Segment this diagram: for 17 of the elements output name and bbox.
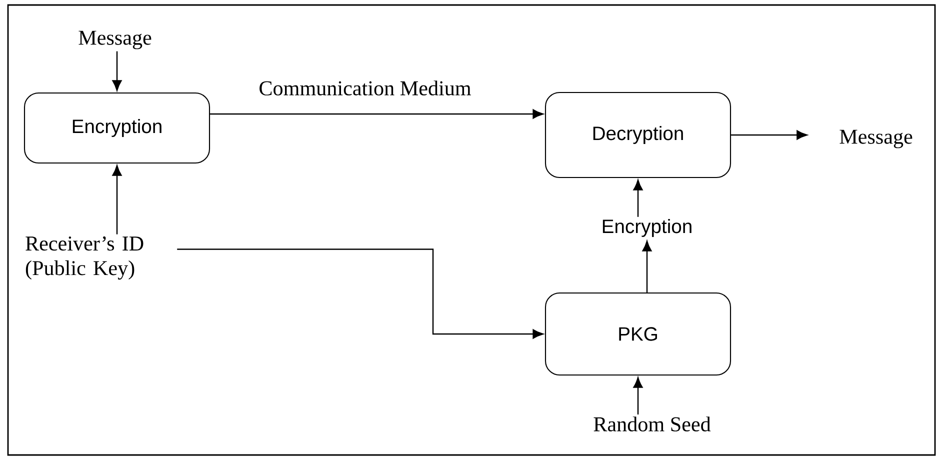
process-box: Decryption [544, 92, 732, 178]
arrow [633, 377, 643, 414]
text-label: Message [840, 130, 912, 148]
arrow [633, 180, 643, 217]
arrow [731, 130, 808, 140]
arrow [210, 109, 544, 119]
text-label: Receiver’s ID (Public Key) [26, 236, 144, 280]
arrow [642, 240, 652, 292]
process-box: Encryption [24, 92, 210, 164]
arrow [177, 248, 544, 339]
process-box: PKG [544, 292, 732, 376]
arrow [112, 165, 122, 234]
text-label: Random Seed [594, 416, 711, 432]
edge-label: Communication Medium [256, 78, 474, 98]
arrow [112, 51, 122, 91]
text-label: Message [78, 30, 152, 50]
text-label: Encryption [600, 217, 694, 239]
